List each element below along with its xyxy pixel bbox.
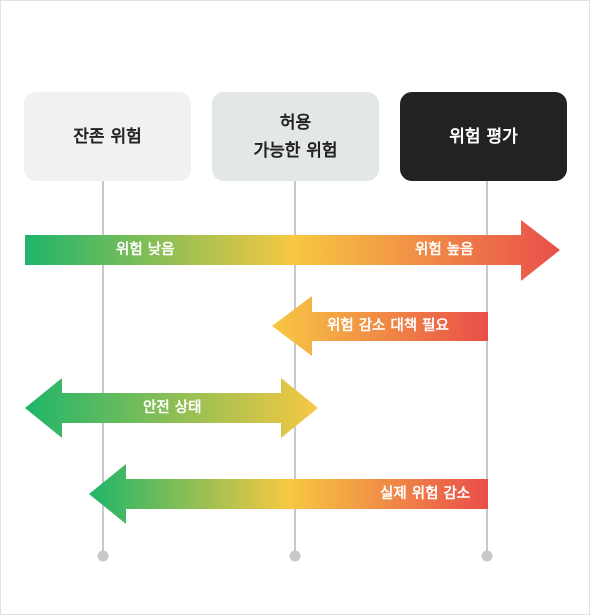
risk-reduction-needed-arrow bbox=[272, 296, 488, 356]
guide-dot-assessment bbox=[481, 550, 493, 562]
risk-reduction-needed-label: 위험 감소 대책 필요 bbox=[327, 318, 449, 334]
risk-high-label: 위험 높음 bbox=[415, 242, 474, 258]
actual-risk-reduction-label: 실제 위험 감소 bbox=[380, 486, 471, 502]
risk-assessment-label: 위험 평가 bbox=[449, 126, 518, 147]
safe-state-label: 안전 상태 bbox=[143, 400, 202, 416]
safe-state-arrow bbox=[25, 378, 318, 438]
acceptable-risk-label-line1: 허용 bbox=[279, 112, 312, 133]
actual-risk-reduction-arrow bbox=[89, 464, 488, 524]
residual-risk-label: 잔존 위험 bbox=[73, 126, 142, 147]
acceptable-risk-box: 허용 가능한 위험 bbox=[212, 92, 379, 181]
guide-dot-residual bbox=[97, 550, 109, 562]
risk-assessment-box: 위험 평가 bbox=[400, 92, 567, 181]
residual-risk-box: 잔존 위험 bbox=[24, 92, 191, 181]
acceptable-risk-label-line2: 가능한 위험 bbox=[253, 140, 338, 161]
guide-dot-acceptable bbox=[289, 550, 301, 562]
risk-low-label: 위험 낮음 bbox=[116, 242, 175, 258]
risk-scale-arrow bbox=[25, 220, 560, 281]
